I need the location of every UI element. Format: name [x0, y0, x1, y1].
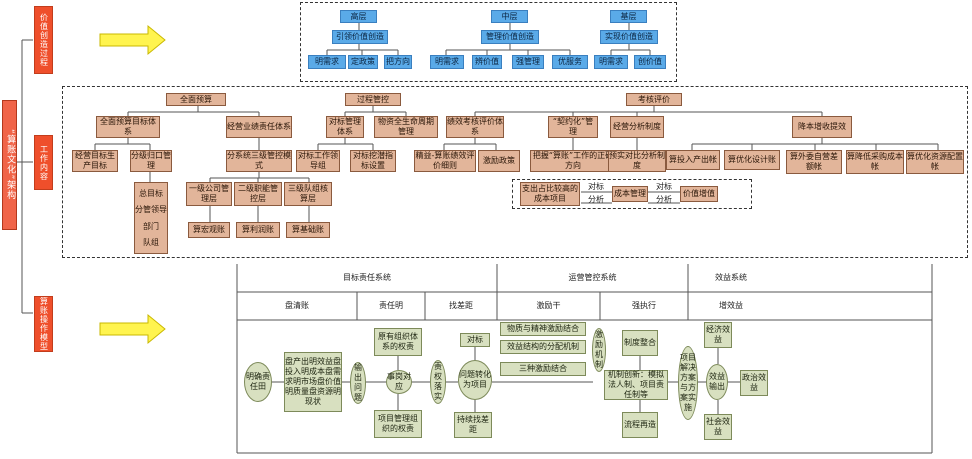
benchmark-team-node: 对标工作领导组 [296, 150, 340, 172]
clear-field-oval: 明确责任田 [244, 362, 272, 402]
chain-item: 部门 [143, 221, 159, 231]
leaf-node: 优服务 [552, 55, 588, 69]
forecast-node: 预实对比分析制度 [608, 150, 666, 172]
bench-label: 对标 [656, 182, 672, 191]
leaf-node: 明需求 [308, 55, 346, 69]
business-analysis-node: 经营分析制度 [610, 116, 664, 138]
duty-landing-oval: 责权落实 [430, 360, 446, 404]
contract-node: “契约化”管理 [548, 116, 598, 138]
org-power-box: 原有组织体系的权责 [374, 328, 422, 356]
leaf-node: 辨价值 [472, 55, 502, 69]
refined-eval-node: 精益-算账绩效评价细则 [414, 150, 476, 172]
ops-system-header: 运营管控系统 [568, 273, 617, 282]
benefit-output-oval: 效益输出 [706, 364, 728, 400]
incentive-node: 激励政策 [478, 150, 520, 172]
five-accounts-box: 盘产出明效益盘投入明成本盘需求明市场盘价值明质量盘资源明现状 [284, 352, 342, 412]
level-management-node: 分级归口管理 [130, 150, 172, 172]
ratio-node: 支出占比较高的成本项目 [520, 182, 580, 206]
evaluation-node: 考核评价 [626, 93, 682, 106]
motivation-item-box: 物质与精神激励结合 [500, 322, 586, 336]
work-content-frame [62, 86, 968, 258]
project-power-box: 项目管理组织的权责 [374, 410, 422, 438]
business-target-node: 经营目标生产目标 [72, 150, 118, 172]
clear-accounts-label: 盘清账 [285, 301, 309, 310]
root-label: “算账文化”架构 [2, 100, 17, 230]
benchmark-index-node: 对标挖潜指标设置 [350, 150, 396, 172]
economic-benefit-box: 经济效益 [704, 322, 732, 348]
problem-project-oval: 问题转化为项目 [458, 360, 492, 400]
level-two-node: 二级职能管控层 [234, 182, 282, 206]
subsystem-model-node: 分系统三级管控模式 [226, 150, 292, 172]
clear-duty-label: 责任明 [379, 301, 403, 310]
work-content-label: 工作内容 [34, 135, 53, 190]
realize-value-node: 实现价值创造 [600, 30, 658, 44]
cost-reduction-node: 降本增收提效 [792, 116, 852, 138]
performance-eval-node: 绩效考核评价体系 [446, 116, 504, 138]
full-budget-node: 全面预算 [166, 93, 226, 106]
macro-account-node: 算宏观账 [188, 222, 230, 238]
solution-oval: 项目解决方案与方案实施 [678, 346, 698, 420]
increase-benefit-label: 增效益 [719, 301, 743, 310]
leaf-node: 把方向 [384, 55, 412, 69]
profit-account-node: 算利润账 [236, 222, 280, 238]
direction-node: 把握“算账”工作的正确方向 [530, 150, 616, 172]
cost-item-node: 算投入产出帐 [666, 150, 720, 170]
benefit-system-header: 效益系统 [715, 273, 747, 282]
incentive-mechanism-oval: 激励机制 [592, 328, 606, 372]
performance-system-node: 经营业绩责任体系 [226, 116, 292, 138]
lead-value-node: 引领价值创造 [332, 30, 388, 44]
cost-item-node: 算优化资源配置帐 [906, 150, 964, 174]
base-level-node: 基层 [610, 10, 647, 23]
post-match-oval: 事岗对应 [386, 370, 412, 394]
leaf-node: 强管理 [512, 55, 544, 69]
motivate-label: 激励干 [536, 301, 561, 310]
analysis-label: 分析 [588, 195, 604, 204]
process-reengineering-box: 流程再造 [622, 412, 658, 438]
motivation-item-box: 效益结构的分配机制 [500, 340, 586, 354]
persist-gap-box: 持续找差距 [454, 412, 492, 438]
social-benefit-box: 社会效益 [704, 414, 732, 440]
analysis-label: 分析 [656, 195, 672, 204]
mid-level-node: 中层 [491, 10, 528, 23]
chain-item: 分管领导 [135, 205, 167, 215]
cost-item-node: 算外委自营差额帐 [786, 150, 842, 174]
system-integration-box: 制度整合 [622, 330, 658, 356]
leaf-node: 明需求 [430, 55, 464, 69]
cost-flow-frame [512, 179, 752, 209]
budget-system-node: 全面预算目标体系 [96, 116, 160, 138]
leaf-node: 创价值 [634, 55, 666, 69]
manage-value-node: 管理价值创造 [481, 30, 539, 44]
cost-item-node: 算降低采购成本帐 [846, 150, 904, 174]
value-creation-frame [300, 2, 677, 82]
asset-lifecycle-node: 物资全生命周期管理 [374, 116, 438, 138]
chain-item: 队组 [143, 238, 159, 248]
political-benefit-box: 政治效益 [740, 370, 768, 396]
leaf-node: 定政策 [348, 55, 378, 69]
leaf-node: 明需求 [594, 55, 628, 69]
high-level-node: 高层 [340, 10, 377, 23]
target-chain-node: 总目标 分管领导 部门 队组 [134, 182, 168, 254]
mechanism-innovation-box: 机制创新：模拟法人制、项目责任制等 [604, 370, 668, 400]
cost-item-node: 算优化设计账 [724, 150, 780, 170]
benchmark-system-node: 对标管理体系 [326, 116, 364, 138]
cost-management-node: 成本管理 [612, 186, 648, 202]
output-problem-oval: 输出问题 [350, 362, 366, 404]
value-added-node: 价值增值 [680, 186, 718, 202]
bench-label: 对标 [588, 182, 604, 191]
level-three-node: 三级队组核算层 [284, 182, 332, 206]
value-process-label: 价值创造过程 [34, 6, 53, 74]
process-control-node: 过程管控 [345, 93, 401, 106]
motivation-item-box: 三种激励结合 [500, 362, 586, 376]
level-one-node: 一级公司管理层 [186, 182, 232, 206]
chain-item: 总目标 [139, 188, 163, 198]
basic-account-node: 算基础账 [286, 222, 330, 238]
operation-model-label: 算账操作模型 [34, 296, 53, 352]
strong-exec-label: 强执行 [632, 301, 656, 310]
benchmark-box: 对标 [460, 333, 490, 347]
target-system-header: 目标责任系统 [343, 273, 391, 282]
find-gap-label: 找差距 [449, 301, 473, 310]
